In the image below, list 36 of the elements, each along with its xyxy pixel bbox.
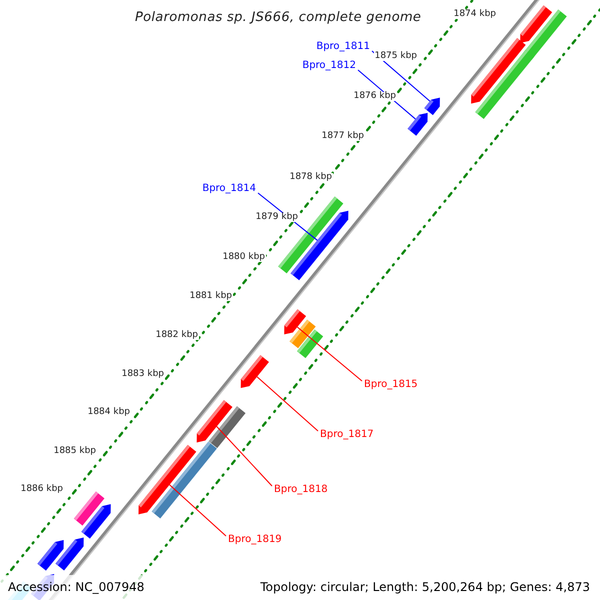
scale-label: 1884 kbp — [86, 408, 131, 417]
scale-label: 1876 kbp — [352, 92, 397, 101]
gene-block — [81, 504, 111, 539]
gene-block — [408, 112, 428, 136]
gene-block — [208, 406, 246, 448]
gene-block — [152, 442, 217, 518]
gene-label: Bpro_1812 — [302, 61, 356, 71]
gene-block — [240, 355, 269, 388]
gene-label: Bpro_1817 — [320, 430, 374, 440]
gene-label: Bpro_1814 — [202, 184, 256, 194]
scale-label: 1885 kbp — [52, 447, 97, 456]
genome-info-text: Topology: circular; Length: 5,200,264 bp; Genes: 4,873 — [260, 581, 590, 593]
scale-label: 1878 kbp — [288, 173, 333, 182]
scale-label: 1874 kbp — [452, 10, 497, 19]
gene-block — [37, 540, 64, 571]
gene-block — [424, 98, 440, 116]
leader-line — [256, 376, 318, 432]
leader-line — [296, 326, 362, 382]
leader-line — [372, 50, 430, 102]
gene-label: Bpro_1819 — [228, 535, 282, 545]
gene-block — [296, 329, 324, 358]
scale-label: 1877 kbp — [320, 132, 365, 141]
scale-label: 1886 kbp — [20, 485, 64, 494]
scale-label: 1883 kbp — [120, 370, 165, 379]
scale-label: 1882 kbp — [154, 331, 199, 340]
gene-block — [475, 50, 534, 119]
scale-label: 1875 kbp — [374, 52, 418, 61]
scale-label: 1881 kbp — [188, 292, 233, 301]
scale-label: 1879 kbp — [254, 213, 299, 222]
gene-label: Bpro_1811 — [316, 42, 370, 52]
gene-label: Bpro_1815 — [364, 380, 418, 390]
leader-line — [216, 426, 272, 486]
gene-label: Bpro_1818 — [274, 485, 328, 495]
title: Polaromonas sp. JS666, complete genome — [135, 11, 422, 24]
leader-line — [169, 484, 226, 536]
scale-label: 1880 kbp — [222, 253, 266, 262]
